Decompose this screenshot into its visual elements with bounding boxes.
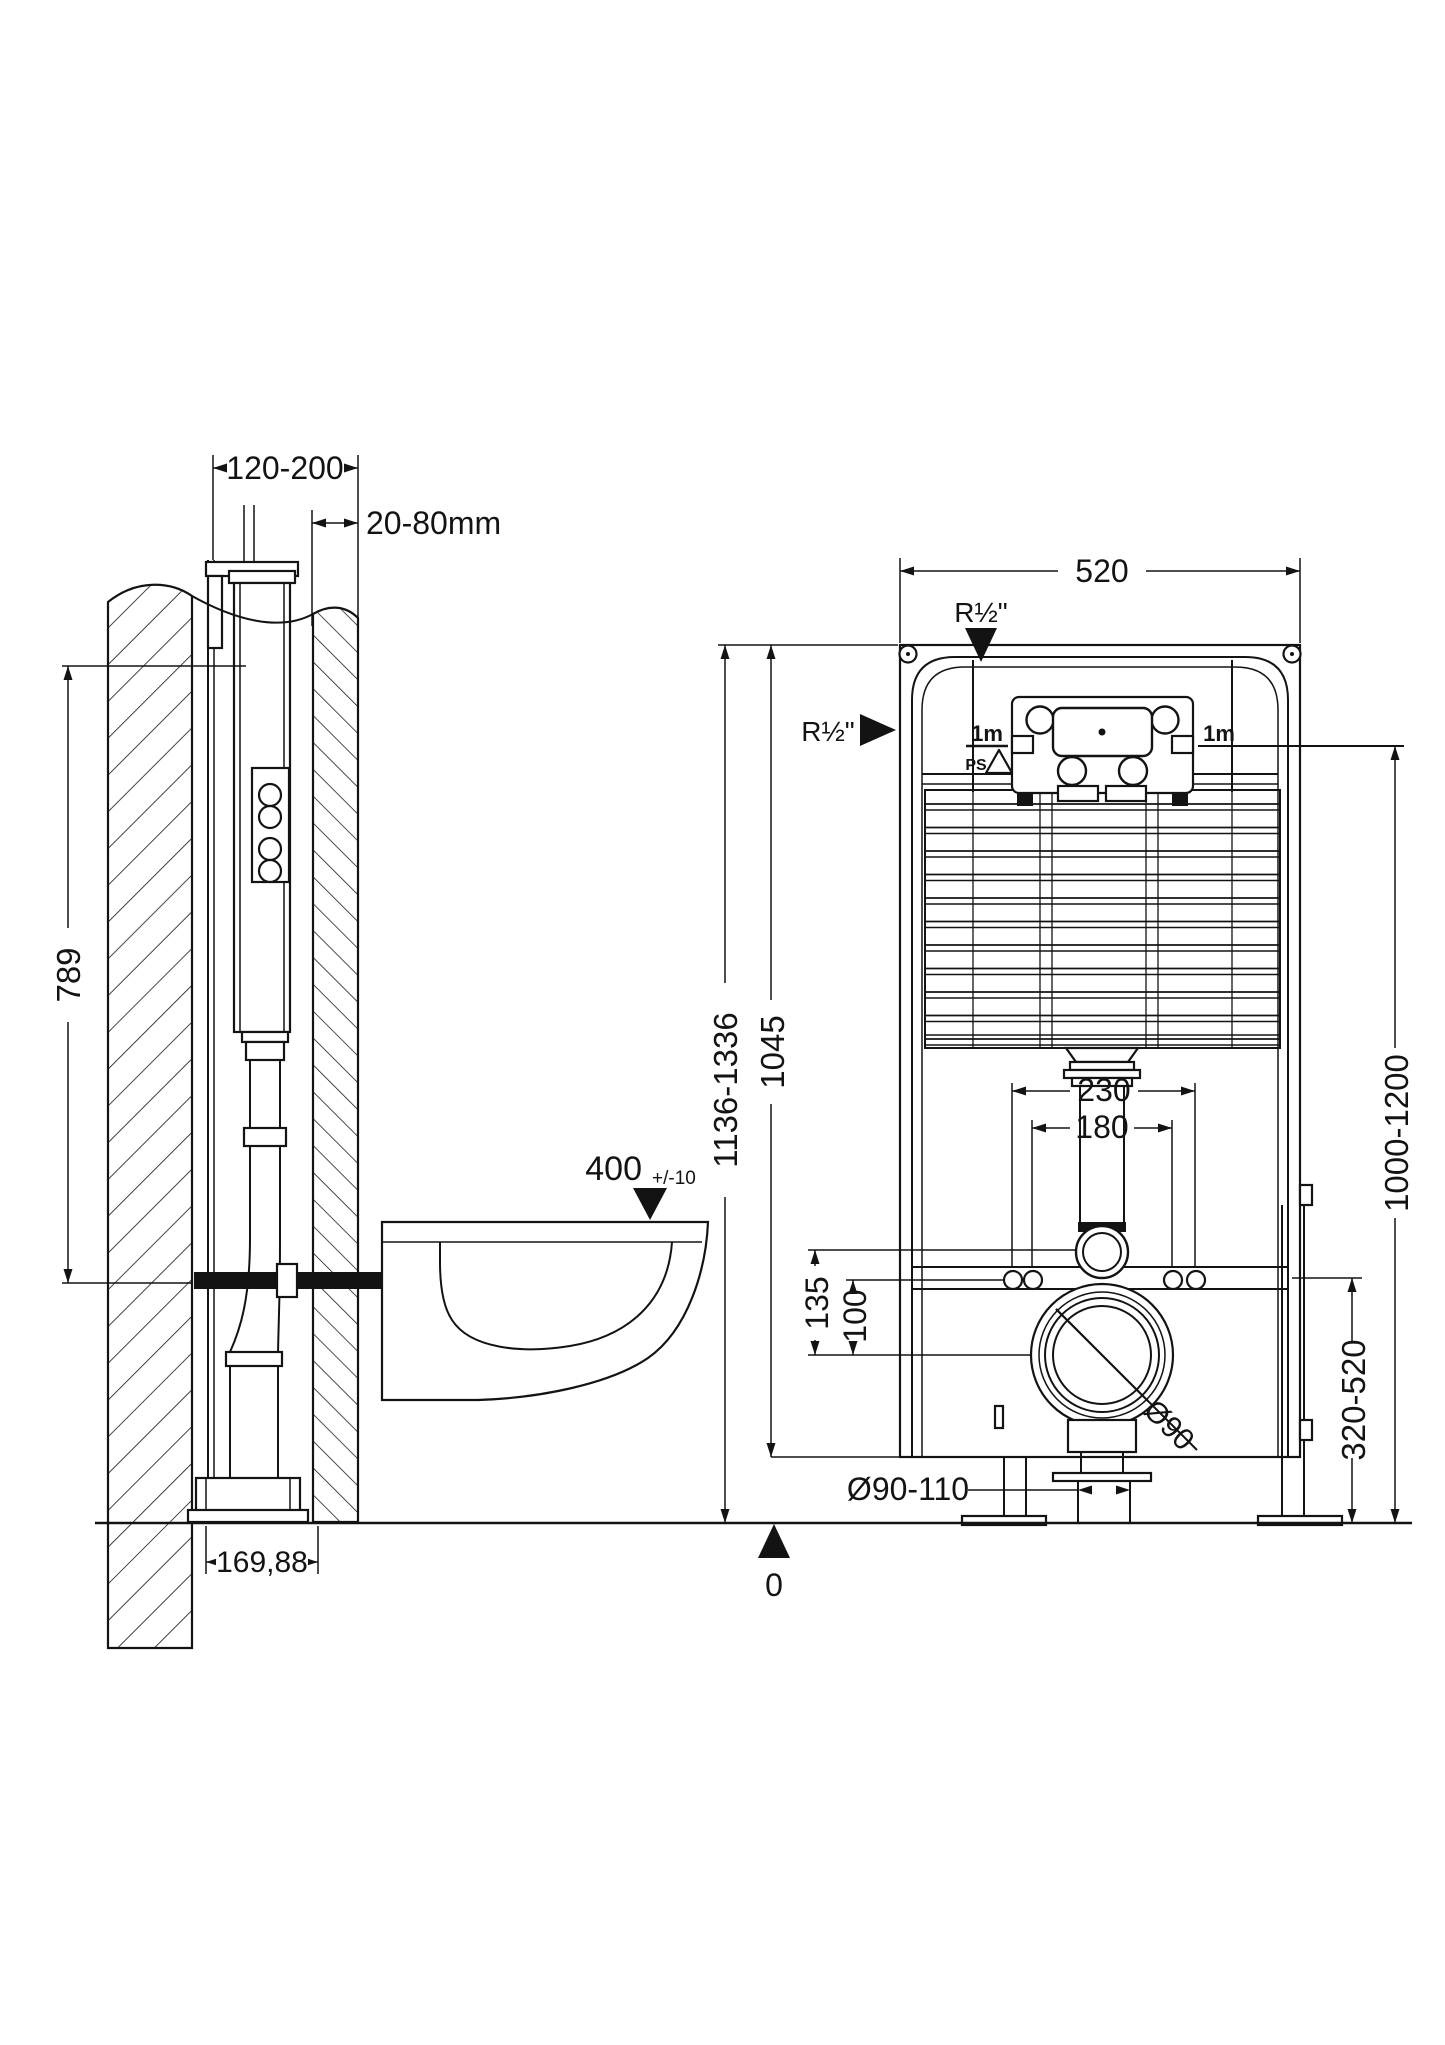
finished-wall-section bbox=[311, 606, 360, 1524]
flush-plate bbox=[1010, 695, 1195, 806]
dim-outlet-diameter: Ø90-110 bbox=[847, 1471, 1130, 1507]
svg-text:520: 520 bbox=[1075, 553, 1128, 589]
svg-text:789: 789 bbox=[50, 947, 87, 1002]
svg-text:100: 100 bbox=[837, 1289, 873, 1342]
svg-text:400: 400 bbox=[585, 1150, 642, 1188]
svg-text:320-520: 320-520 bbox=[1335, 1339, 1372, 1460]
dim-frame-width: 520 bbox=[899, 553, 1301, 643]
flush-pipe-side bbox=[240, 1030, 290, 1238]
supply-arrow-down-icon bbox=[965, 628, 997, 662]
wall-break-line bbox=[191, 595, 314, 624]
svg-text:1136-1336: 1136-1336 bbox=[707, 1012, 744, 1167]
datum-zero-label: 0 bbox=[765, 1567, 783, 1603]
svg-text:1m: 1m bbox=[971, 721, 1003, 746]
svg-text:1045: 1045 bbox=[754, 1015, 791, 1088]
svg-text:230: 230 bbox=[1077, 1072, 1130, 1108]
dimensions-front: 520 R½" R½" 1m PS 1m 113 bbox=[707, 553, 1415, 1523]
label-supply-side: R½" bbox=[801, 714, 896, 747]
dim-frame-depth: 120-200 bbox=[212, 450, 359, 618]
label-flush-left: 1m PS bbox=[965, 721, 1014, 775]
dimensions-side: 120-200 20-80mm 789 400 +/-10 bbox=[50, 450, 696, 1579]
datum-marker: 0 bbox=[758, 1524, 790, 1603]
svg-text:PS: PS bbox=[965, 757, 987, 774]
dim-bolt-to-waste: 100 bbox=[837, 1279, 1003, 1355]
svg-text:1m: 1m bbox=[1203, 721, 1235, 746]
svg-text:20-80mm: 20-80mm bbox=[366, 505, 501, 541]
svg-text:1000-1200: 1000-1200 bbox=[1378, 1054, 1415, 1212]
left-foot bbox=[960, 1514, 1048, 1527]
svg-text:180: 180 bbox=[1075, 1109, 1128, 1145]
dim-waste-height-range: 320-520 bbox=[1292, 1277, 1372, 1523]
fixing-bolt-hole bbox=[1022, 1269, 1044, 1291]
fixing-bolt-hole bbox=[1002, 1269, 1024, 1291]
dim-wall-lining: 20-80mm bbox=[311, 505, 501, 626]
tank-protection-panel bbox=[924, 789, 1281, 1049]
dim-tank-to-bolt: 789 bbox=[50, 665, 246, 1284]
label-flush-right: 1m bbox=[1198, 721, 1404, 747]
dim-outlet-depth: 169,88 bbox=[205, 1526, 319, 1579]
height-arrow-icon bbox=[633, 1188, 667, 1220]
corner-screw-icon bbox=[898, 644, 1302, 664]
dim-bolt-spacing-inner: 180 bbox=[1031, 1109, 1173, 1266]
svg-text:135: 135 bbox=[799, 1276, 835, 1329]
dim-flush-to-waste: 135 bbox=[799, 1249, 1077, 1356]
svg-text:120-200: 120-200 bbox=[226, 450, 343, 486]
waste-elbow-side bbox=[186, 1237, 310, 1524]
dim-bowl-height: 400 +/-10 bbox=[585, 1150, 696, 1220]
mounting-bolt-bar bbox=[194, 1262, 383, 1299]
cistern-tank-side bbox=[227, 569, 297, 1034]
dim-total-height: 1136-1336 bbox=[707, 644, 898, 1523]
datum-triangle-icon bbox=[758, 1524, 790, 1558]
rough-wall-section bbox=[106, 583, 194, 1650]
frame-inner-tube bbox=[911, 656, 1289, 1457]
supply-arrow-right-icon bbox=[860, 714, 896, 746]
dim-bolt-spacing-outer: 230 bbox=[1011, 1072, 1196, 1266]
front-view bbox=[898, 643, 1344, 1527]
svg-text:R½": R½" bbox=[954, 597, 1008, 628]
dim-actuation-height: 1000-1200 bbox=[1378, 746, 1415, 1523]
recycle-triangle-icon bbox=[984, 748, 1014, 775]
frame-legs bbox=[960, 1183, 1344, 1527]
toilet-bowl-profile bbox=[380, 1220, 710, 1402]
svg-text:+/-10: +/-10 bbox=[652, 1168, 696, 1189]
dim-frame-height: 1045 bbox=[754, 645, 902, 1458]
svg-text:Ø90-110: Ø90-110 bbox=[847, 1471, 969, 1507]
frame-inner-tube-2 bbox=[921, 666, 1279, 1457]
fixing-bolt-hole bbox=[1185, 1269, 1207, 1291]
label-supply-top: R½" bbox=[954, 597, 1008, 662]
fixing-bolt-hole bbox=[1162, 1269, 1184, 1291]
side-view bbox=[106, 505, 710, 1650]
svg-text:R½": R½" bbox=[801, 716, 855, 747]
right-foot bbox=[1256, 1514, 1344, 1527]
svg-text:169,88: 169,88 bbox=[216, 1546, 308, 1579]
